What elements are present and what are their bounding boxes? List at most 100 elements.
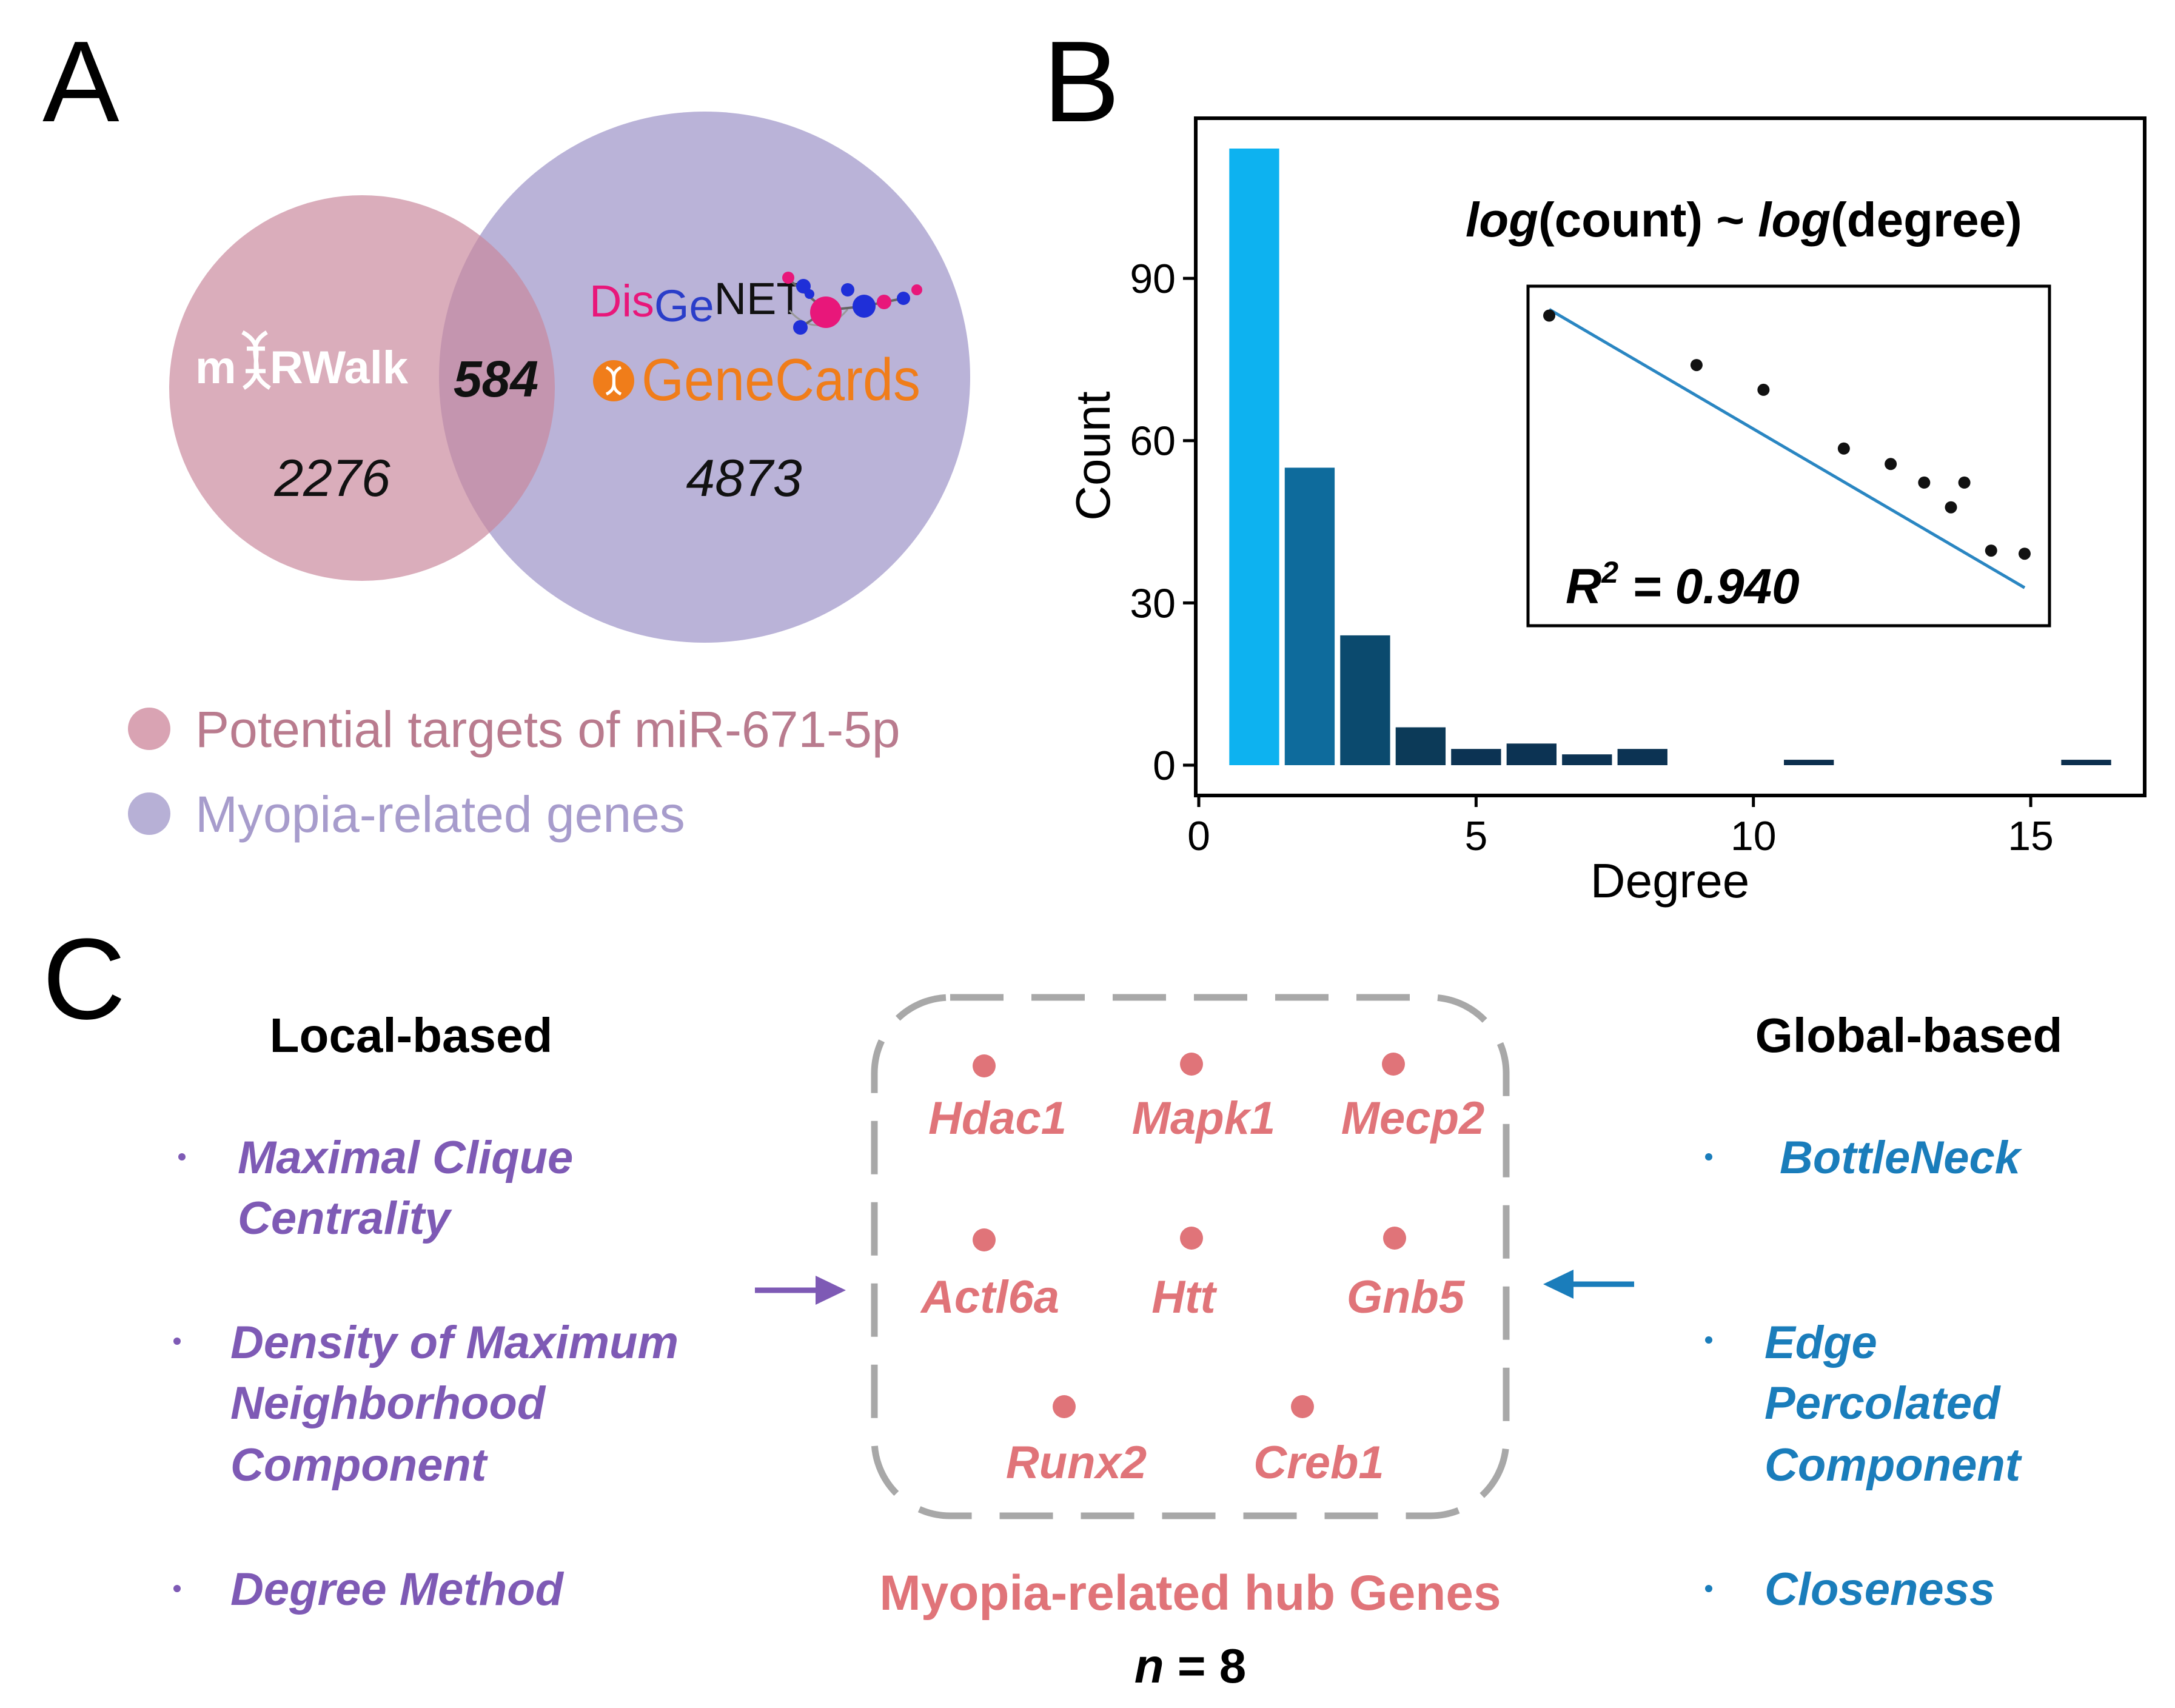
disgenet-logo: DisGeNET xyxy=(589,272,922,335)
scatter-point xyxy=(1543,309,1555,322)
bullet-icon xyxy=(173,1338,181,1345)
panel-b-letter: B xyxy=(1043,18,1120,146)
global-method-2-line1: Edge xyxy=(1764,1317,1877,1368)
bullet-icon xyxy=(173,1585,181,1592)
histogram-bar xyxy=(1451,749,1501,765)
y-tick-label: 60 xyxy=(1130,418,1176,464)
histogram-frame xyxy=(1194,116,2147,797)
x-tick-label: 15 xyxy=(2008,813,2054,859)
local-method-2-line1: Density of Maximum xyxy=(230,1317,679,1368)
dna-icon xyxy=(241,330,271,390)
gene-label: Actl6a xyxy=(920,1271,1059,1323)
histogram-bar xyxy=(1395,727,1446,765)
x-tick-label: 0 xyxy=(1187,813,1210,859)
panel-b: B 0 5 10 15 0 30 60 90 Degree Count log(count)… xyxy=(1043,18,2147,908)
global-method-2-line2: Percolated xyxy=(1764,1378,2001,1429)
venn-right-count: 4873 xyxy=(686,449,802,507)
x-tick-label: 5 xyxy=(1464,813,1487,859)
gene-dot xyxy=(1382,1053,1405,1076)
histogram-bars xyxy=(1229,149,2111,765)
local-based-title: Local-based xyxy=(270,1008,553,1062)
local-method-2-line2: Neighborhood xyxy=(230,1378,546,1429)
histogram-bar xyxy=(1506,743,1557,765)
panel-a: A m RWalk DisGeNET xyxy=(42,18,970,843)
mirwalk-logo-prefix: m xyxy=(195,342,236,394)
histogram-bar xyxy=(1562,754,1612,765)
gene-dot xyxy=(1180,1227,1203,1250)
scatter-point xyxy=(1918,476,1931,489)
global-based-title: Global-based xyxy=(1755,1008,2063,1062)
panel-a-letter: A xyxy=(42,18,119,146)
histogram-bar xyxy=(2061,760,2111,765)
venn-left-count: 2276 xyxy=(273,449,390,507)
hub-count: n = 8 xyxy=(1134,1639,1247,1693)
scatter-point xyxy=(2018,548,2031,560)
mirwalk-logo: m RWalk xyxy=(195,330,409,394)
gene-label: Mecp2 xyxy=(1341,1093,1485,1144)
scatter-point xyxy=(1837,442,1850,455)
global-method-1-line1: BottleNeck xyxy=(1780,1132,2023,1184)
bullet-icon xyxy=(1705,1585,1712,1592)
network-icon xyxy=(782,272,922,335)
x-axis-label: Degree xyxy=(1590,854,1749,908)
scatter-point xyxy=(1945,501,1957,514)
hub-gene-box xyxy=(871,994,1510,1519)
histogram-bar xyxy=(1784,760,1834,765)
gene-dot xyxy=(973,1054,996,1077)
histogram-bar xyxy=(1229,149,1279,765)
gene-dot xyxy=(1291,1395,1314,1418)
gene-label: Runx2 xyxy=(1006,1437,1147,1489)
gene-dot xyxy=(1053,1395,1076,1418)
scatter-point xyxy=(1958,476,1971,489)
global-methods: BottleNeck Edge Percolated Component Clo… xyxy=(1705,1132,2023,1615)
genecards-logo-text: GeneCards xyxy=(642,346,920,413)
gene-dot xyxy=(1180,1053,1203,1076)
scatter-point xyxy=(1690,359,1703,372)
genecards-logo: GeneCards xyxy=(593,346,920,413)
bullet-icon xyxy=(178,1153,186,1160)
gene-label: Gnb5 xyxy=(1347,1271,1466,1323)
local-method-2-line3: Component xyxy=(230,1439,488,1491)
histogram-bar xyxy=(1284,467,1335,765)
local-method-3-line1: Degree Method xyxy=(230,1564,565,1615)
hub-caption: Myopia-related hub Genes xyxy=(879,1566,1501,1621)
gene-label: Creb1 xyxy=(1253,1437,1384,1489)
legend-label-left: Potential targets of miR-671-5p xyxy=(195,701,900,758)
venn-circle-left xyxy=(169,195,555,581)
global-method-3-line1: Closeness xyxy=(1764,1564,1995,1615)
gene-label: Mapk1 xyxy=(1132,1093,1276,1144)
bullet-icon xyxy=(1705,1153,1712,1160)
scatter-point xyxy=(1985,544,1997,557)
venn-overlap-count: 584 xyxy=(454,350,538,407)
local-methods: Maximal Clique Centrality Density of Max… xyxy=(173,1132,679,1615)
y-tick-label: 90 xyxy=(1130,256,1176,302)
local-method-1-line1: Maximal Clique xyxy=(238,1132,573,1184)
gene-dot xyxy=(973,1228,996,1251)
local-method-1-line2: Centrality xyxy=(238,1193,452,1244)
y-tick-label: 30 xyxy=(1130,580,1176,626)
inset-frame xyxy=(1526,284,2051,628)
fit-line xyxy=(1548,308,2026,589)
venn-circle-right xyxy=(439,112,970,643)
genecards-icon xyxy=(593,360,634,401)
y-axis-label: Count xyxy=(1066,391,1120,520)
inset-title: log(count) ~ log(degree) xyxy=(1466,193,2022,247)
scatter-point xyxy=(1757,383,1770,396)
venn-legend: Potential targets of miR-671-5p Myopia-r… xyxy=(128,701,900,843)
x-tick-label: 10 xyxy=(1731,813,1777,859)
legend-swatch-right xyxy=(128,792,170,835)
global-method-2-line3: Component xyxy=(1764,1439,2022,1491)
panel-c: C Local-based Global-based Maximal Cliqu… xyxy=(42,915,2062,1693)
global-arrow-icon xyxy=(1543,1270,1634,1299)
gene-dot xyxy=(1383,1227,1406,1250)
x-axis: 0 5 10 15 xyxy=(1187,794,2054,859)
local-arrow-icon xyxy=(755,1276,846,1305)
hub-genes: Hdac1 Mapk1 Mecp2 Actl6a Htt Gnb5 Runx2 … xyxy=(920,1053,1484,1489)
legend-label-right: Myopia-related genes xyxy=(195,786,685,843)
bullet-icon xyxy=(1705,1336,1712,1344)
mirwalk-logo-suffix: RWalk xyxy=(270,342,409,394)
histogram-bar xyxy=(1617,749,1667,765)
disgenet-logo-text: DisGeNET xyxy=(589,273,804,331)
